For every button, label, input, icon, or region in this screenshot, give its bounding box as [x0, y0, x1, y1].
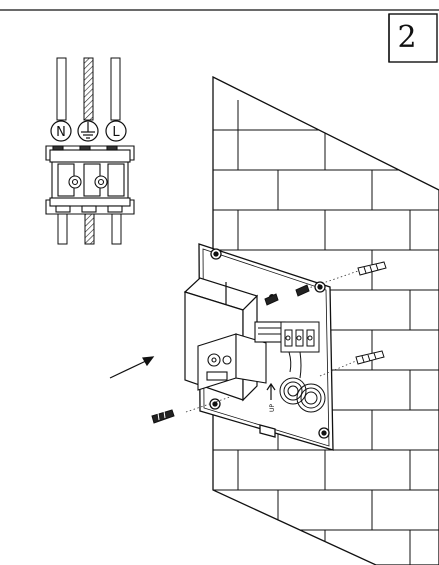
plate-terminal-connector	[280, 321, 320, 379]
neutral-terminal-symbol	[50, 120, 72, 142]
valve-assembly	[197, 321, 286, 391]
screw-mid	[264, 293, 279, 306]
screw-lower	[151, 409, 175, 424]
neutral-label: N	[56, 125, 66, 140]
step-number: 2	[397, 20, 417, 55]
alignment-lines	[185, 270, 359, 413]
up-arrow-icon	[266, 382, 276, 400]
supply-wires	[56, 57, 121, 121]
earth-icon	[81, 122, 95, 139]
screw-upper	[295, 284, 310, 297]
direction-arrow-icon	[109, 356, 155, 379]
live-label: L	[112, 125, 120, 140]
live-terminal-symbol	[105, 120, 127, 142]
cable-coil	[279, 377, 326, 413]
wall-plug-lower	[355, 350, 385, 365]
device-wires	[57, 213, 122, 245]
up-marking: UP	[269, 404, 276, 412]
terminal-symbols: N L	[50, 120, 127, 142]
frame	[0, 9, 439, 63]
terminal-block	[45, 145, 135, 215]
wall-plug-upper	[357, 261, 387, 276]
